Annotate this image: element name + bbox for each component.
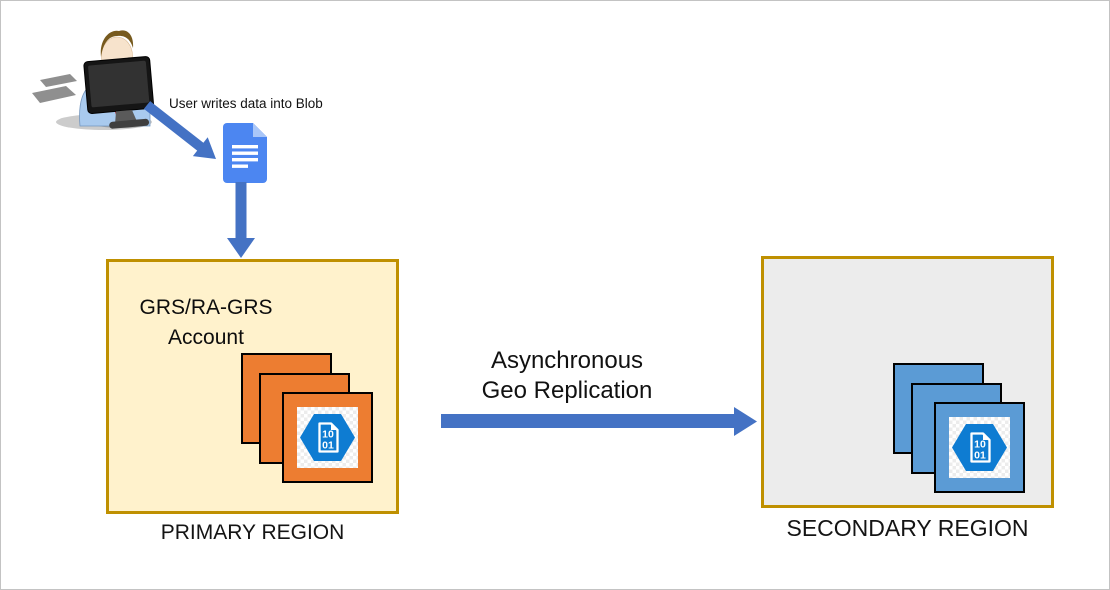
blob-icon-digits-top: 10 — [974, 439, 986, 451]
primary-region-label: PRIMARY REGION — [160, 521, 345, 544]
blob-data-icon: 10 01 — [949, 417, 1010, 478]
replication-arrow-label: Asynchronous Geo Replication — [439, 346, 695, 406]
blob-document-icon — [223, 123, 267, 183]
blob-icon-digits-bottom: 01 — [322, 440, 334, 452]
replication-label-line1: Asynchronous — [490, 347, 644, 374]
blob-data-icon: 10 01 — [297, 407, 358, 468]
secondary-blob-copy-front: 10 01 — [934, 402, 1025, 493]
monitor-icon — [83, 56, 155, 129]
user-at-computer-illustration — [32, 30, 155, 130]
user-to-blob-arrow-icon — [143, 101, 216, 159]
blob-to-primary-arrow-icon — [227, 182, 255, 258]
replication-label-line2: Geo Replication — [481, 377, 653, 404]
account-label: GRS/RA-GRS Account — [139, 296, 273, 349]
blob-icon-digits-bottom: 01 — [974, 450, 986, 462]
user-writes-caption: User writes data into Blob — [169, 96, 323, 111]
primary-blob-copy-front: 10 01 — [282, 392, 373, 483]
blob-icon-digits-top: 10 — [322, 429, 334, 441]
secondary-region-label: SECONDARY REGION — [786, 515, 1029, 541]
geo-replication-arrow-icon — [441, 407, 757, 436]
